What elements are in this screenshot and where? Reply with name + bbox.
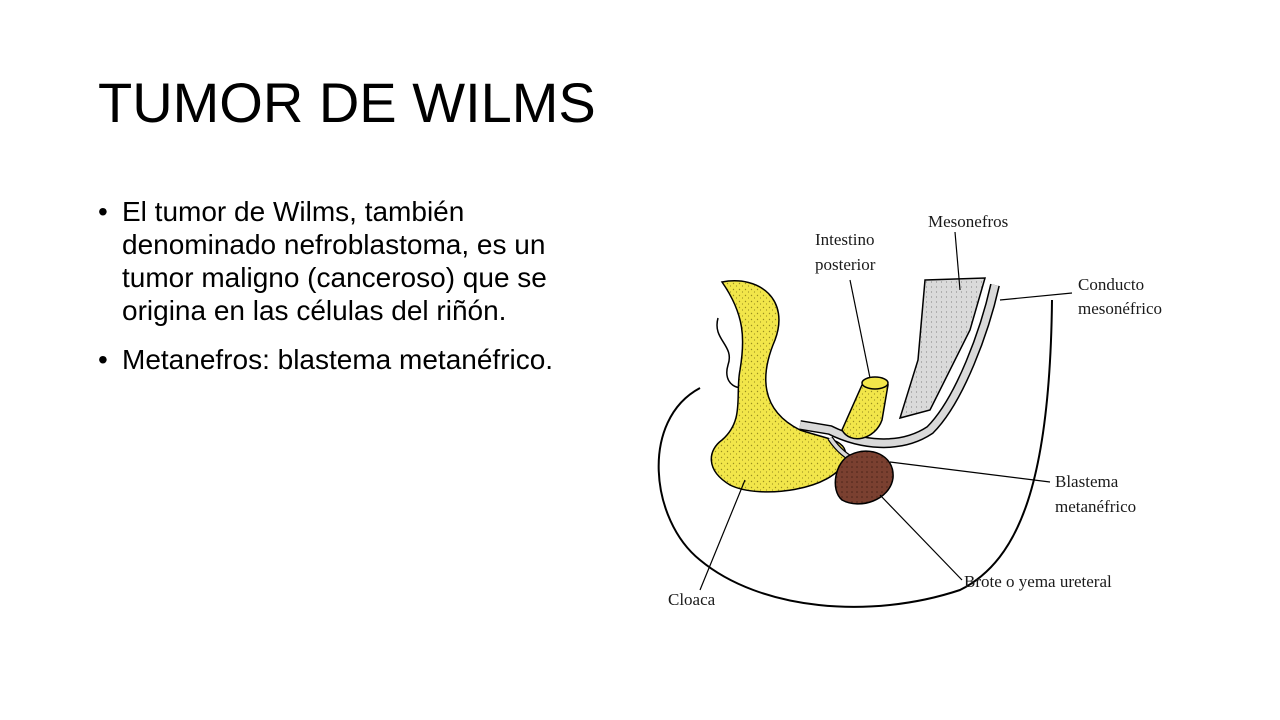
bullet-icon: • bbox=[98, 344, 108, 375]
mesonephros-shape bbox=[898, 277, 987, 420]
label-intestino-line2: posterior bbox=[815, 255, 876, 274]
bullet-text: Metanefros: blastema metanéfrico. bbox=[122, 344, 554, 375]
body-wall-outline bbox=[657, 299, 1053, 608]
slide-title: TUMOR DE WILMS bbox=[98, 71, 596, 134]
bullet-item: • Metanefros: blastema metanéfrico. bbox=[98, 343, 608, 376]
label-mesonefros: Mesonefros bbox=[928, 212, 1008, 231]
leader-line-blastema bbox=[889, 461, 1051, 483]
bullet-icon: • bbox=[98, 196, 108, 227]
label-brote: Brote o yema ureteral bbox=[964, 572, 1112, 591]
label-blastema-line2: metanéfrico bbox=[1055, 497, 1136, 516]
leader-line-cloaca bbox=[699, 479, 746, 591]
label-cloaca: Cloaca bbox=[668, 590, 716, 609]
leader-line-conducto bbox=[999, 292, 1073, 301]
label-conducto-line2: mesonéfrico bbox=[1078, 299, 1162, 318]
bullet-item: • El tumor de Wilms, también denominado … bbox=[98, 195, 608, 327]
label-intestino-line1: Intestino bbox=[815, 230, 875, 249]
label-blastema-line1: Blastema bbox=[1055, 472, 1119, 491]
bullet-list: • El tumor de Wilms, también denominado … bbox=[98, 195, 608, 392]
leader-line-brote bbox=[879, 494, 963, 581]
leader-line-intestino bbox=[849, 279, 871, 379]
embryology-diagram: Mesonefros Intestino posterior Conducto … bbox=[657, 212, 1162, 609]
leader-line-mesonefros bbox=[954, 231, 961, 291]
cloaca-shape bbox=[710, 280, 847, 493]
metanephric-blastema bbox=[834, 450, 894, 505]
hindgut-shape bbox=[841, 384, 889, 440]
bullet-text: El tumor de Wilms, también denominado ne… bbox=[122, 196, 547, 326]
label-conducto-line1: Conducto bbox=[1078, 275, 1144, 294]
